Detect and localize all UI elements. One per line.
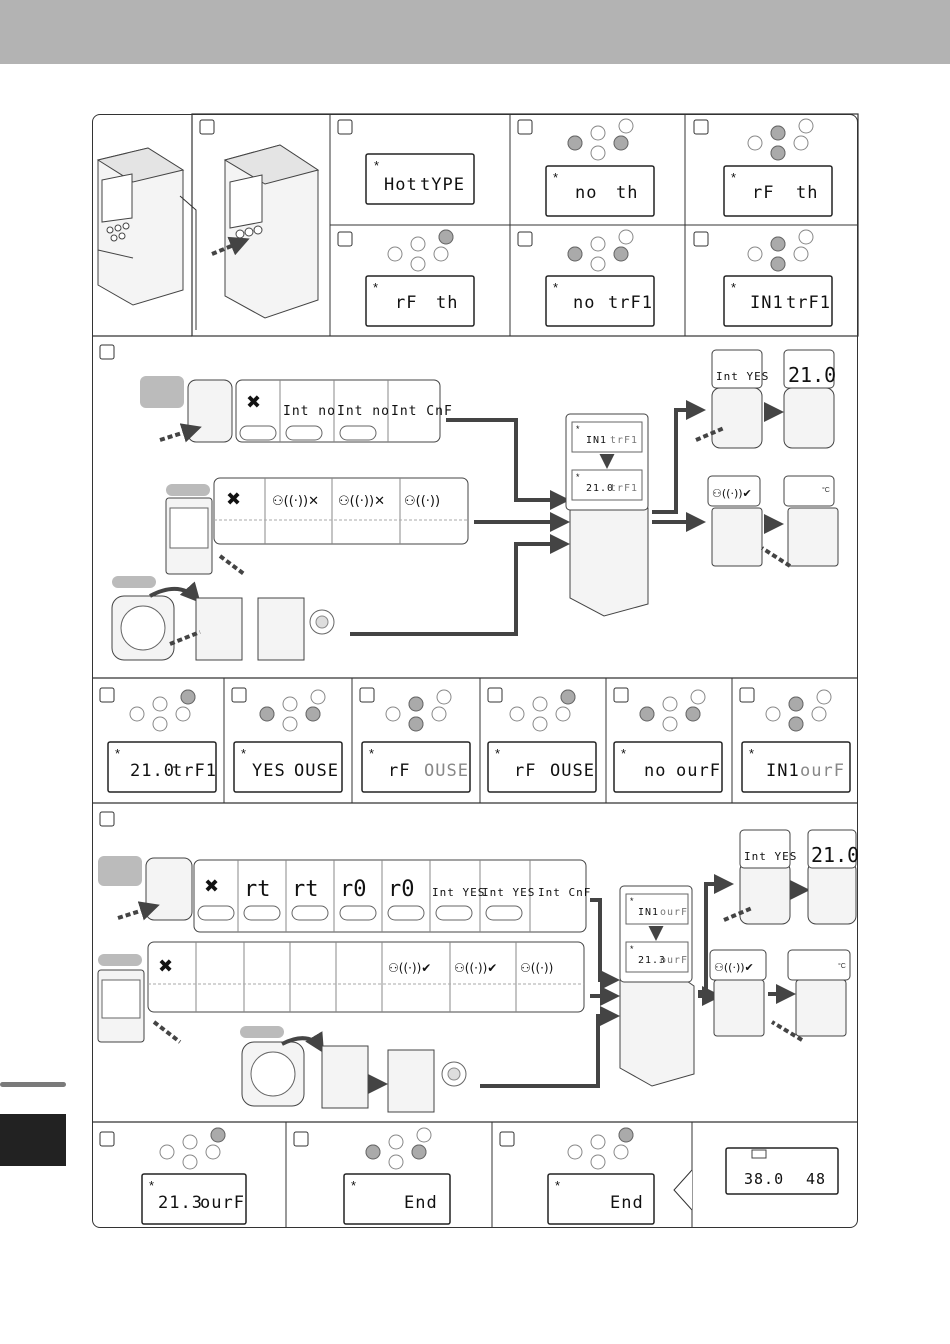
svg-text:*: * <box>495 746 500 761</box>
d-wired-step-4: r0 <box>388 877 415 902</box>
svg-text:⚇((·))✔: ⚇((·))✔ <box>388 961 431 975</box>
controller-illustration <box>96 147 185 306</box>
d-ctrl-top-left: IN1 <box>638 907 659 918</box>
b-result-display: 21.0 <box>788 363 836 387</box>
svg-text:✖: ✖ <box>204 876 219 897</box>
d-wired-step-2: rt <box>292 877 319 902</box>
b-ctrl-bot-left: 21.0 <box>586 483 614 494</box>
lcd-c3-right: OUSE <box>424 761 469 781</box>
lcd-a2-left: Hot <box>384 175 418 195</box>
b-ctrl-bot-right: trF1 <box>610 483 638 494</box>
lcd-e4 <box>725 1147 839 1195</box>
svg-text:✖: ✖ <box>158 956 173 977</box>
lcd-c1-left: 21.0 <box>130 761 175 781</box>
lcd-a6-left: no <box>573 293 595 313</box>
page-header-bar <box>0 0 950 64</box>
lcd-e1-left: 21.3 <box>158 1193 203 1213</box>
b-wired-step-3: Int CnF <box>391 404 453 419</box>
svg-text:⚇((·)): ⚇((·)) <box>520 961 553 975</box>
lcd-e2-right: End <box>404 1193 438 1213</box>
svg-text:*: * <box>373 280 378 295</box>
svg-text:*: * <box>576 424 580 434</box>
svg-text:*: * <box>731 170 736 185</box>
lcd-a5-right: th <box>436 293 458 313</box>
lcd-a6 <box>545 275 655 327</box>
lcd-e1-right: ourF <box>200 1193 245 1213</box>
lcd-c5-right: ourF <box>676 761 721 781</box>
svg-text:*: * <box>115 746 120 761</box>
d-result-display: 21.0 <box>811 843 859 867</box>
svg-text:*: * <box>555 1178 560 1193</box>
controller-press-illustration <box>211 144 320 319</box>
lcd-c4-right: OUSE <box>550 761 595 781</box>
svg-text:⚇((·))✕: ⚇((·))✕ <box>338 494 385 509</box>
lcd-c5-left: no <box>644 761 666 781</box>
svg-text:*: * <box>630 896 634 906</box>
page-footer-line <box>0 1082 66 1087</box>
lcd-a3-right: th <box>616 183 638 203</box>
lcd-a6-right: trF1 <box>608 293 653 313</box>
lcd-c6-right: ourF <box>800 761 845 781</box>
lcd-a3 <box>545 165 655 217</box>
b-result-bubble: Int YES <box>716 370 769 383</box>
chapter-tab <box>0 1114 66 1166</box>
svg-text:*: * <box>621 746 626 761</box>
lcd-a2 <box>365 153 475 205</box>
d-wired-step-7: Int CnF <box>538 886 591 899</box>
svg-text:*: * <box>351 1178 356 1193</box>
svg-text:⚇((·))✔: ⚇((·))✔ <box>714 961 754 974</box>
lcd-c2-right: OUSE <box>294 761 339 781</box>
svg-text:*: * <box>749 746 754 761</box>
d-wired-step-6: Int YES <box>482 886 535 899</box>
lcd-e4-left: 38.0 <box>744 1170 784 1188</box>
svg-text:✖: ✖ <box>246 392 261 413</box>
svg-text:*: * <box>553 170 558 185</box>
svg-text:*: * <box>731 280 736 295</box>
lcd-c3-left: rF <box>388 761 410 781</box>
svg-text:*: * <box>241 746 246 761</box>
svg-text:*: * <box>630 944 634 954</box>
lcd-c2-left: YES <box>252 761 286 781</box>
svg-text:✖: ✖ <box>226 489 241 510</box>
svg-text:*: * <box>374 158 379 173</box>
lcd-a4 <box>723 165 833 217</box>
lcd-a2-right: tYPE <box>420 175 465 195</box>
b-ctrl-top-left: IN1 <box>586 435 607 446</box>
svg-text:*: * <box>553 280 558 295</box>
b-ctrl-top-right: trF1 <box>610 435 638 446</box>
svg-text:⚇((·))✔: ⚇((·))✔ <box>712 487 752 500</box>
d-wired-step-3: r0 <box>340 877 367 902</box>
b-wired-step-1: Int no <box>283 404 336 419</box>
d-ctrl-top-right: ourF <box>660 907 688 918</box>
d-wired-step-1: rt <box>244 877 271 902</box>
d-result-unit: °C <box>838 962 846 970</box>
d-result-bubble: Int YES <box>744 850 797 863</box>
lcd-a5 <box>365 275 475 327</box>
lcd-a4-left: rF <box>752 183 774 203</box>
lcd-c1-right: trF1 <box>172 761 217 781</box>
lcd-a7 <box>723 275 833 327</box>
svg-text:⚇((·))✔: ⚇((·))✔ <box>454 961 497 975</box>
d-ctrl-bot-left: 21.3 <box>638 955 666 966</box>
svg-text:⚇((·)): ⚇((·)) <box>404 494 440 509</box>
d-ctrl-bot-right: ourF <box>660 955 688 966</box>
svg-text:⚇((·))✕: ⚇((·))✕ <box>272 494 319 509</box>
lcd-a3-left: no <box>575 183 597 203</box>
lcd-e3-right: End <box>610 1193 644 1213</box>
svg-text:*: * <box>576 472 580 482</box>
svg-text:*: * <box>149 1178 154 1193</box>
d-wired-step-5: Int YES <box>432 886 485 899</box>
lcd-a5-left: rF <box>395 293 417 313</box>
b-wired-step-2: Int no <box>337 404 390 419</box>
lcd-c6-left: IN1 <box>766 761 800 781</box>
b-result-unit: °C <box>822 486 830 494</box>
lcd-c4-left: rF <box>514 761 536 781</box>
lcd-a4-right: th <box>796 183 818 203</box>
lcd-e4-right: 48 <box>806 1170 826 1188</box>
lcd-a7-left: IN1 <box>750 293 784 313</box>
lcd-a7-right: trF1 <box>786 293 831 313</box>
svg-text:*: * <box>369 746 374 761</box>
